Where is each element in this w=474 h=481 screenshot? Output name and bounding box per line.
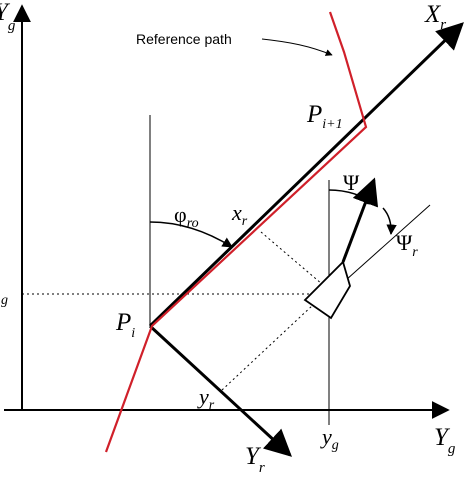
phi-angle-arc bbox=[149, 221, 233, 248]
label-xr: xr bbox=[231, 200, 248, 229]
psi-r-angle-arc bbox=[382, 207, 397, 236]
label-yg-tick: yg bbox=[320, 424, 339, 453]
label-yg-axis: Yg bbox=[434, 424, 456, 457]
label-left-axis: Yg bbox=[0, 0, 16, 34]
label-phi: φro bbox=[174, 202, 199, 231]
reference-path-label: Reference path bbox=[136, 31, 232, 47]
label-psi-r: Ψr bbox=[396, 230, 418, 260]
label-yr-axis: Yr bbox=[245, 443, 265, 476]
robot-heading-arrow bbox=[341, 177, 379, 263]
label-g-left: g bbox=[1, 293, 8, 308]
dotted-projection-xr bbox=[260, 231, 330, 291]
label-xr-axis: Xr bbox=[424, 1, 446, 33]
label-pi1: Pi+1 bbox=[306, 101, 343, 132]
reference-path-callout-arrow bbox=[261, 38, 333, 56]
label-pi: Pi bbox=[115, 309, 135, 341]
reference-path bbox=[104, 11, 368, 453]
label-yr: yr bbox=[197, 384, 215, 413]
robot-x-axis bbox=[148, 22, 464, 328]
robot-y-axis bbox=[148, 324, 292, 457]
label-psi: Ψ bbox=[343, 170, 360, 195]
robot-body bbox=[303, 260, 351, 320]
